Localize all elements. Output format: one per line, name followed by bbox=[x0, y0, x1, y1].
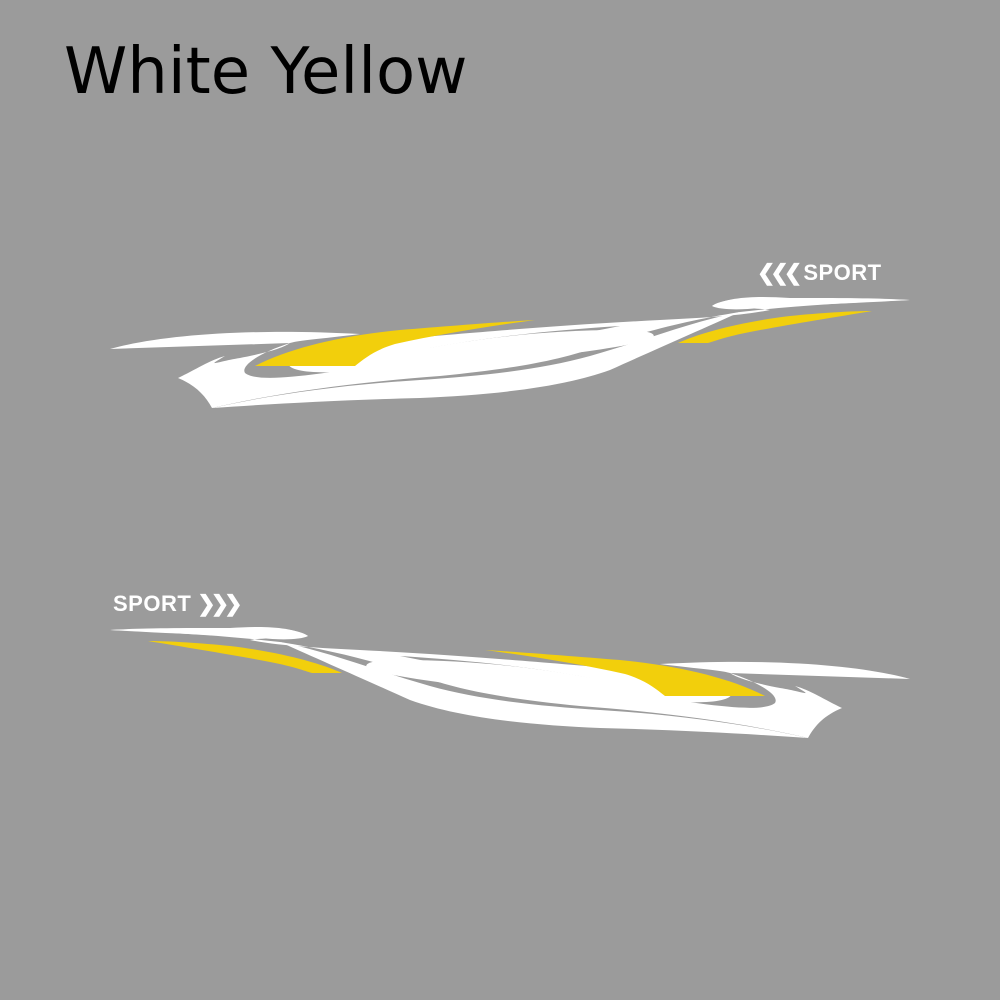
decal-bottom bbox=[110, 626, 910, 738]
sport-text-bottom: SPORT bbox=[113, 591, 192, 616]
sport-label-top: ❮❮❮ SPORT bbox=[757, 260, 882, 286]
chevrons-left-icon: ❮❮❮ bbox=[757, 260, 802, 285]
color-variant-title: White Yellow bbox=[64, 35, 468, 109]
decal-top bbox=[110, 296, 910, 408]
chevrons-right-icon: ❯❯❯ bbox=[197, 591, 242, 616]
sport-text-top: SPORT bbox=[803, 260, 882, 285]
sport-label-bottom: SPORT ❯❯❯ bbox=[113, 591, 243, 617]
